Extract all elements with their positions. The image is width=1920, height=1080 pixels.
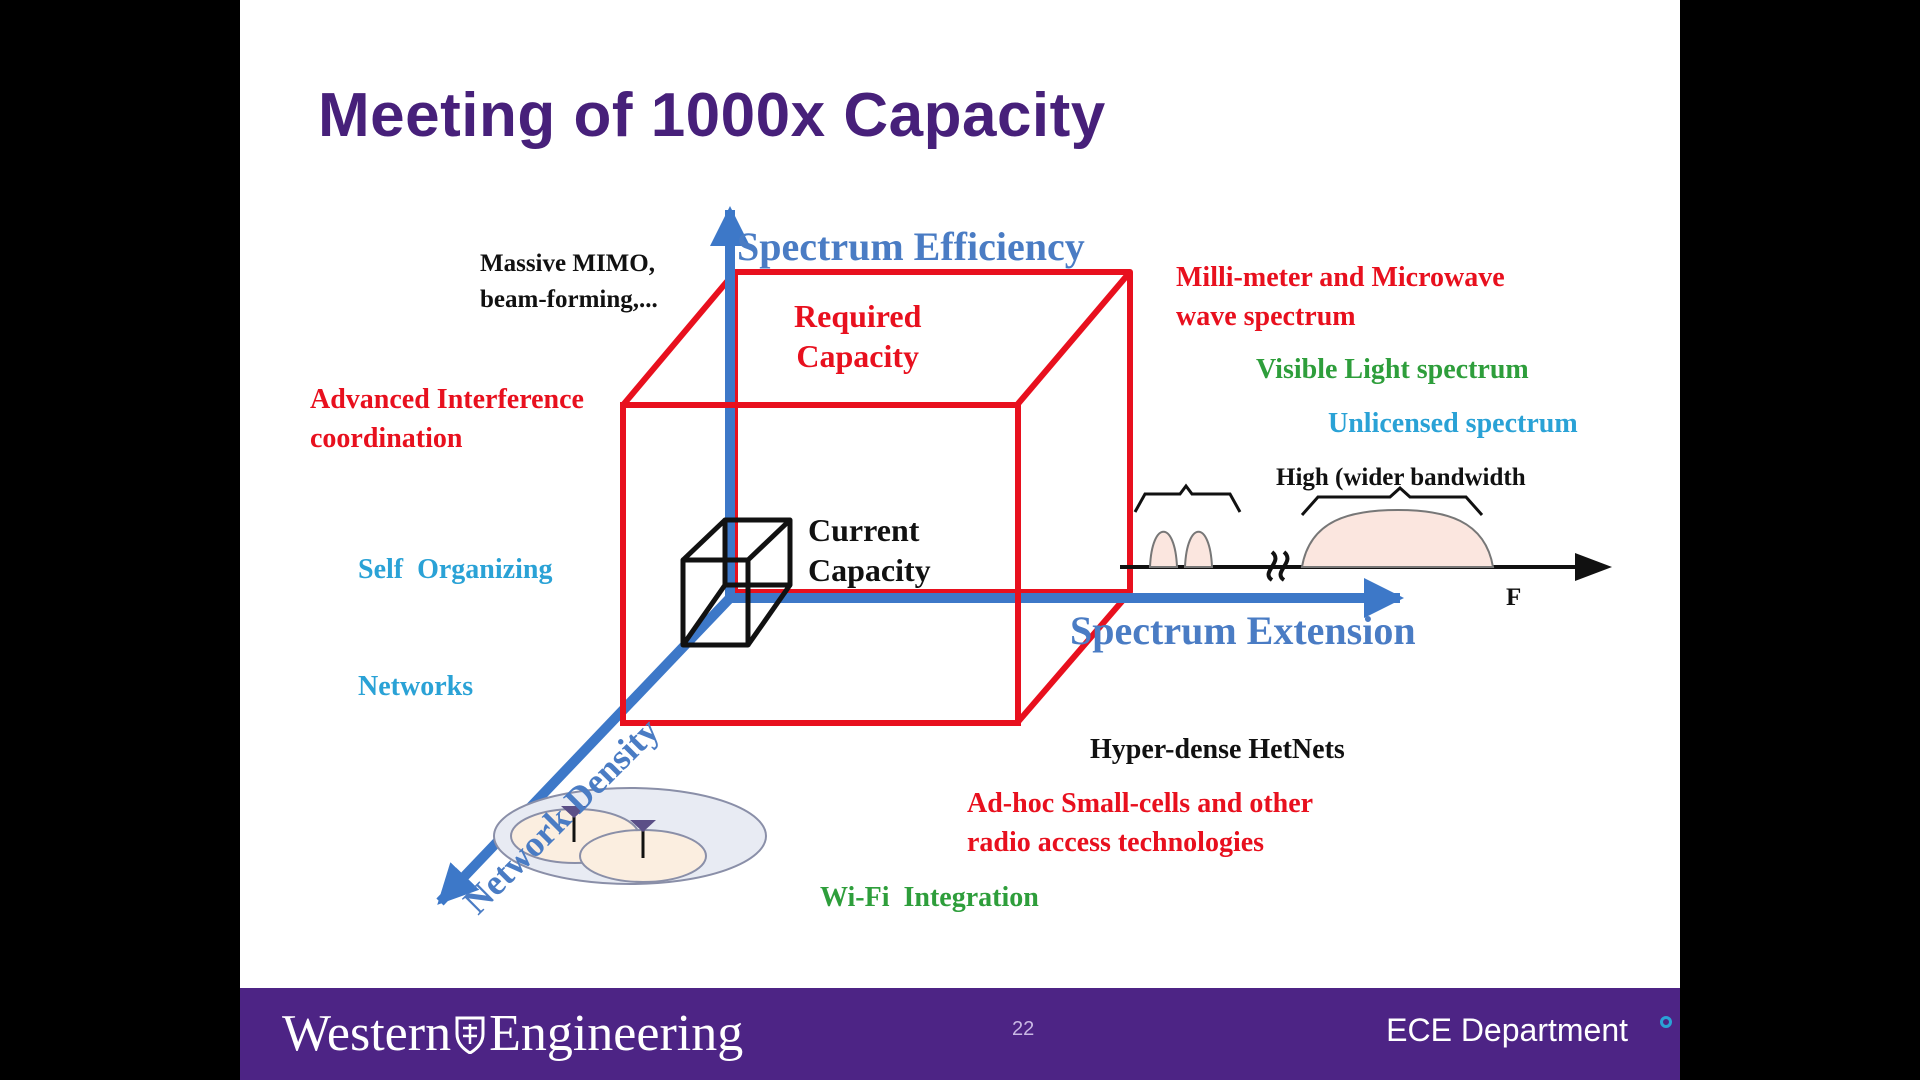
wifi-label: Wi-Fi Integration: [820, 882, 1039, 913]
slide-title: Meeting of 1000x Capacity: [318, 81, 1106, 150]
department-label: ECE Department: [1386, 1012, 1628, 1048]
antenna-1: [561, 806, 587, 842]
wideband-brace: [1300, 485, 1484, 516]
adhoc-label: Ad-hoc Small-cells and other radio acces…: [967, 788, 1314, 858]
y-axis-label: Spectrum Efficiency: [737, 224, 1085, 269]
capacity-diagram: Spectrum Efficiency Spectrum Extension N…: [436, 206, 1612, 922]
high-bandwidth-label: High (wider bandwidth: [1276, 464, 1526, 491]
narrowband-brace: [1133, 483, 1242, 513]
axis-break: [1266, 550, 1290, 582]
slide: Meeting of 1000x Capacity: [240, 0, 1680, 1080]
shield-icon: [455, 1016, 485, 1055]
visible-light-label: Visible Light spectrum: [1256, 354, 1529, 385]
frequency-axis-label: F: [1506, 584, 1522, 611]
wideband-hump: [1300, 508, 1495, 568]
massive-mimo-label: Massive MIMO, beam-forming,...: [480, 250, 658, 313]
network-cells: [493, 787, 767, 885]
interference-label: Advanced Interference coordination: [310, 384, 584, 454]
required-capacity-label: Required Capacity: [794, 298, 922, 374]
navigation-dot-icon[interactable]: [1660, 1016, 1672, 1028]
antenna-2: [630, 820, 656, 858]
x-axis-label: Spectrum Extension: [1070, 608, 1416, 653]
frequency-spectrum: [1120, 483, 1612, 582]
narrowband-left: [1148, 531, 1179, 568]
narrowband-right: [1183, 531, 1214, 568]
required-cube-front: [620, 402, 1021, 726]
current-capacity-label: Current Capacity: [808, 512, 931, 588]
z-axis: [436, 594, 734, 906]
page-number: 22: [1012, 1018, 1035, 1040]
unlicensed-label: Unlicensed spectrum: [1328, 408, 1578, 439]
current-capacity-cube: [680, 517, 793, 648]
hetnets-label: Hyper-dense HetNets: [1090, 734, 1345, 765]
mmwave-label: Milli-meter and Microwave wave spectrum: [1176, 262, 1505, 332]
son-label: Self Organizing Networks: [358, 554, 553, 702]
